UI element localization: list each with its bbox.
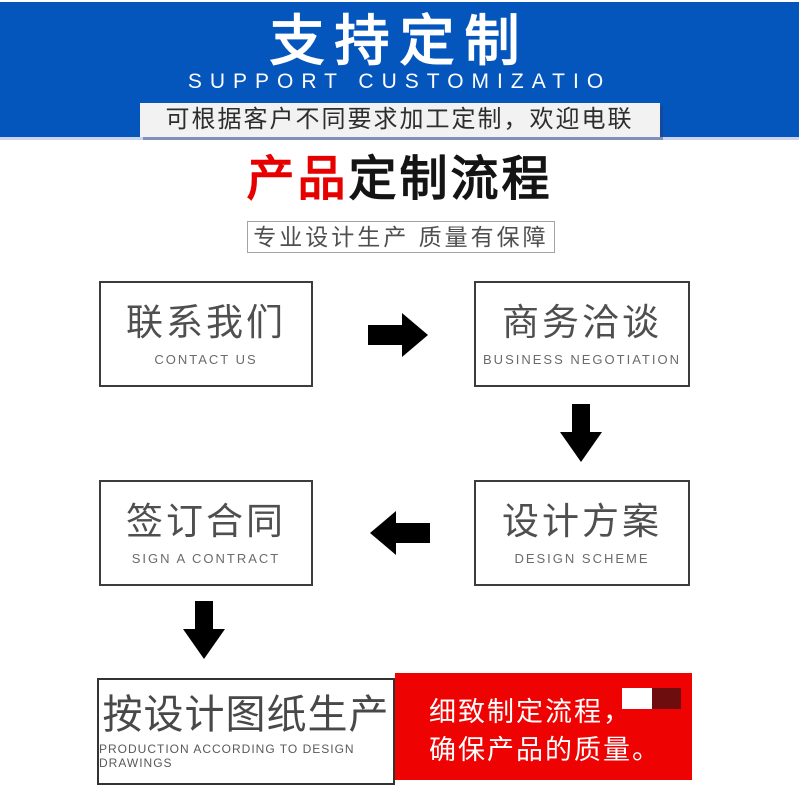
section-tagline: 专业设计生产 质量有保障 bbox=[247, 221, 555, 253]
section-title-black: 定制流程 bbox=[348, 153, 553, 206]
quality-note-line2: 确保产品的质量。 bbox=[429, 735, 661, 765]
flow-step-production: 按设计图纸生产 PRODUCTION ACCORDING TO DESIGN D… bbox=[97, 678, 395, 785]
note-accent-dark-rect bbox=[652, 688, 681, 709]
flow-step-negotiation-label: 商务洽谈 bbox=[502, 302, 662, 343]
section-title-red: 产品 bbox=[246, 153, 349, 206]
customization-banner: 支持定制 SUPPORT CUSTOMIZATIO 可根据客户不同要求加工定制，… bbox=[0, 2, 799, 140]
flow-step-production-label: 按设计图纸生产 bbox=[102, 693, 390, 737]
flow-step-contact-sublabel: CONTACT US bbox=[154, 352, 258, 367]
flow-step-contract-label: 签订合同 bbox=[126, 501, 286, 542]
note-accent-white-rect bbox=[622, 688, 652, 709]
flow-step-negotiation: 商务洽谈 BUSINESS NEGOTIATION bbox=[474, 281, 690, 387]
flow-step-production-sublabel: PRODUCTION ACCORDING TO DESIGN DRAWINGS bbox=[99, 742, 355, 770]
flow-step-contact: 联系我们 CONTACT US bbox=[99, 281, 313, 387]
flow-step-design-label: 设计方案 bbox=[502, 501, 662, 542]
flow-step-contract: 签订合同 SIGN A CONTRACT bbox=[99, 480, 313, 586]
arrow-down-icon bbox=[183, 601, 225, 659]
arrow-left-icon bbox=[368, 509, 430, 557]
flow-step-contract-sublabel: SIGN A CONTRACT bbox=[131, 551, 281, 566]
banner-notice: 可根据客户不同要求加工定制，欢迎电联 bbox=[139, 103, 660, 137]
note-accent-decoration bbox=[622, 688, 681, 709]
arrow-down-icon bbox=[560, 404, 602, 462]
flow-step-contact-label: 联系我们 bbox=[126, 302, 286, 343]
arrow-right-icon bbox=[368, 311, 430, 359]
section-title: 产品定制流程 bbox=[0, 152, 799, 208]
banner-title: 支持定制 bbox=[269, 10, 530, 72]
quality-note-line1: 细致制定流程， bbox=[429, 697, 632, 727]
quality-note: 细致制定流程， 确保产品的质量。 bbox=[395, 673, 692, 780]
flow-step-design-sublabel: DESIGN SCHEME bbox=[514, 551, 650, 566]
banner-subtitle: SUPPORT CUSTOMIZATIO bbox=[187, 70, 612, 93]
flow-step-design: 设计方案 DESIGN SCHEME bbox=[474, 480, 690, 586]
flow-step-negotiation-sublabel: BUSINESS NEGOTIATION bbox=[483, 352, 681, 367]
